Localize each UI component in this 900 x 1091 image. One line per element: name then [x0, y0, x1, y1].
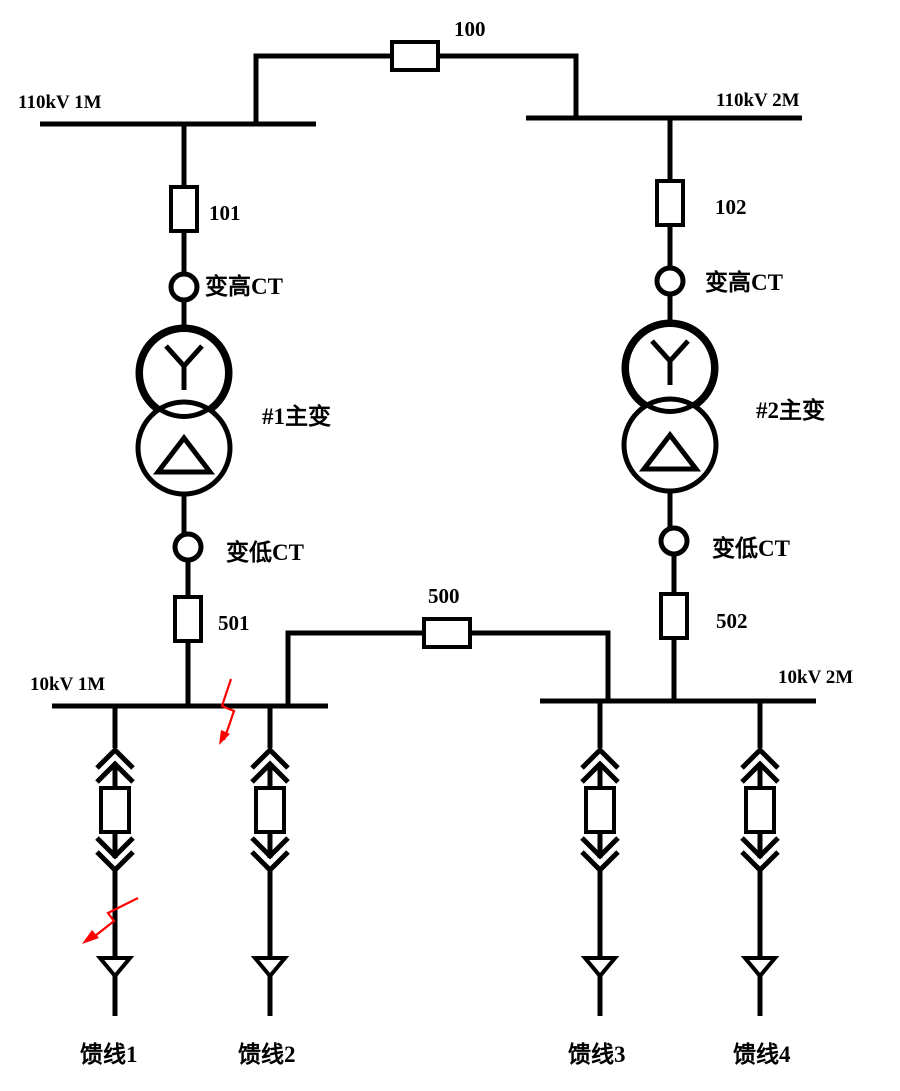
- feeder-1-upper-chevron-1: [95, 746, 135, 770]
- hv-bus-2-label: 110kV 2M: [716, 90, 800, 111]
- t2-label: #2主变: [756, 397, 825, 423]
- feeder-1-load-arrow: [95, 956, 135, 980]
- feeder-2-label: 馈线2: [238, 1041, 296, 1067]
- t2-delta-symbol: [638, 430, 702, 472]
- t2-wye-symbol-left: [650, 339, 672, 363]
- hv-breaker-101: [169, 185, 199, 233]
- lv-bus-2-label: 10kV 2M: [778, 667, 853, 688]
- feeder-2-lower-chevron-1: [250, 836, 290, 860]
- feeder-2-upper-chevron-1: [250, 746, 290, 770]
- feeder-2-load-arrow: [250, 956, 290, 980]
- t2-high-ct: [654, 265, 686, 297]
- feeder-3-load-arrow: [580, 956, 620, 980]
- t2-low-ct-label: 变低CT: [712, 535, 790, 561]
- t1-high-ct-label: 变高CT: [205, 273, 283, 299]
- feeder-3-lower-chevron-1: [580, 836, 620, 860]
- bus-fault-marker: [219, 678, 236, 745]
- feeder-3-upper-chevron-1: [580, 746, 620, 770]
- t2-high-ct-label: 变高CT: [705, 269, 783, 295]
- feeder-4-label: 馈线4: [733, 1041, 791, 1067]
- hv-tie-breaker: [390, 40, 440, 72]
- hv-tie-breaker-label: 100: [454, 17, 486, 41]
- t2-primary-outline: [624, 322, 716, 414]
- feeder-4-upper-chevron-1: [740, 746, 780, 770]
- lv-tie-breaker-label: 500: [428, 584, 460, 608]
- feeder-4-lower-chevron-1: [740, 836, 780, 860]
- lv-breaker-501-label: 501: [218, 611, 250, 635]
- t1-low-ct-label: 变低CT: [226, 539, 304, 565]
- lv-tie-breaker: [422, 617, 472, 649]
- feeder-3-breaker: [584, 786, 616, 834]
- t1-primary-outline: [138, 327, 230, 419]
- hv-tie-wire-right: [438, 53, 579, 118]
- t1-label: #1主变: [262, 403, 331, 429]
- t2-wye-symbol-right: [668, 339, 690, 363]
- lv-tie-wire-right: [470, 630, 611, 701]
- lv-bus-1-label: 10kV 1M: [30, 674, 105, 695]
- lv-tie-wire-left: [285, 630, 424, 706]
- feeder-1-breaker: [99, 786, 131, 834]
- feeder-4-load-arrow: [740, 956, 780, 980]
- feeder-1-lower-chevron-1: [95, 836, 135, 860]
- hv-tie-wire-left: [253, 53, 392, 124]
- bus-fault-arrowhead: [219, 730, 230, 745]
- feeder-3-label: 馈线3: [568, 1041, 626, 1067]
- t1-wye-symbol-left: [164, 344, 186, 368]
- t1-delta-symbol: [152, 433, 216, 475]
- hv-breaker-102-label: 102: [715, 195, 747, 219]
- feeder-fault-arrowhead: [82, 930, 99, 944]
- t1-high-ct: [168, 271, 200, 303]
- feeder-fault-marker: [82, 897, 139, 944]
- lv-breaker-501: [173, 595, 203, 643]
- lv-breaker-502: [659, 592, 689, 640]
- hv-bus-1-label: 110kV 1M: [18, 92, 102, 113]
- t1-low-ct: [172, 531, 204, 563]
- feeder-fault-bolt: [89, 897, 139, 941]
- hv-breaker-101-label: 101: [209, 201, 241, 225]
- bus-fault-bolt: [220, 678, 236, 741]
- lv-breaker-502-label: 502: [716, 609, 748, 633]
- t1-wye-symbol-right: [182, 344, 204, 368]
- hv-breaker-102: [655, 179, 685, 227]
- feeder-group: [95, 701, 780, 1016]
- t2-low-ct: [658, 525, 690, 557]
- feeder-2-breaker: [254, 786, 286, 834]
- feeder-4-breaker: [744, 786, 776, 834]
- feeder-1-label: 馈线1: [80, 1041, 138, 1067]
